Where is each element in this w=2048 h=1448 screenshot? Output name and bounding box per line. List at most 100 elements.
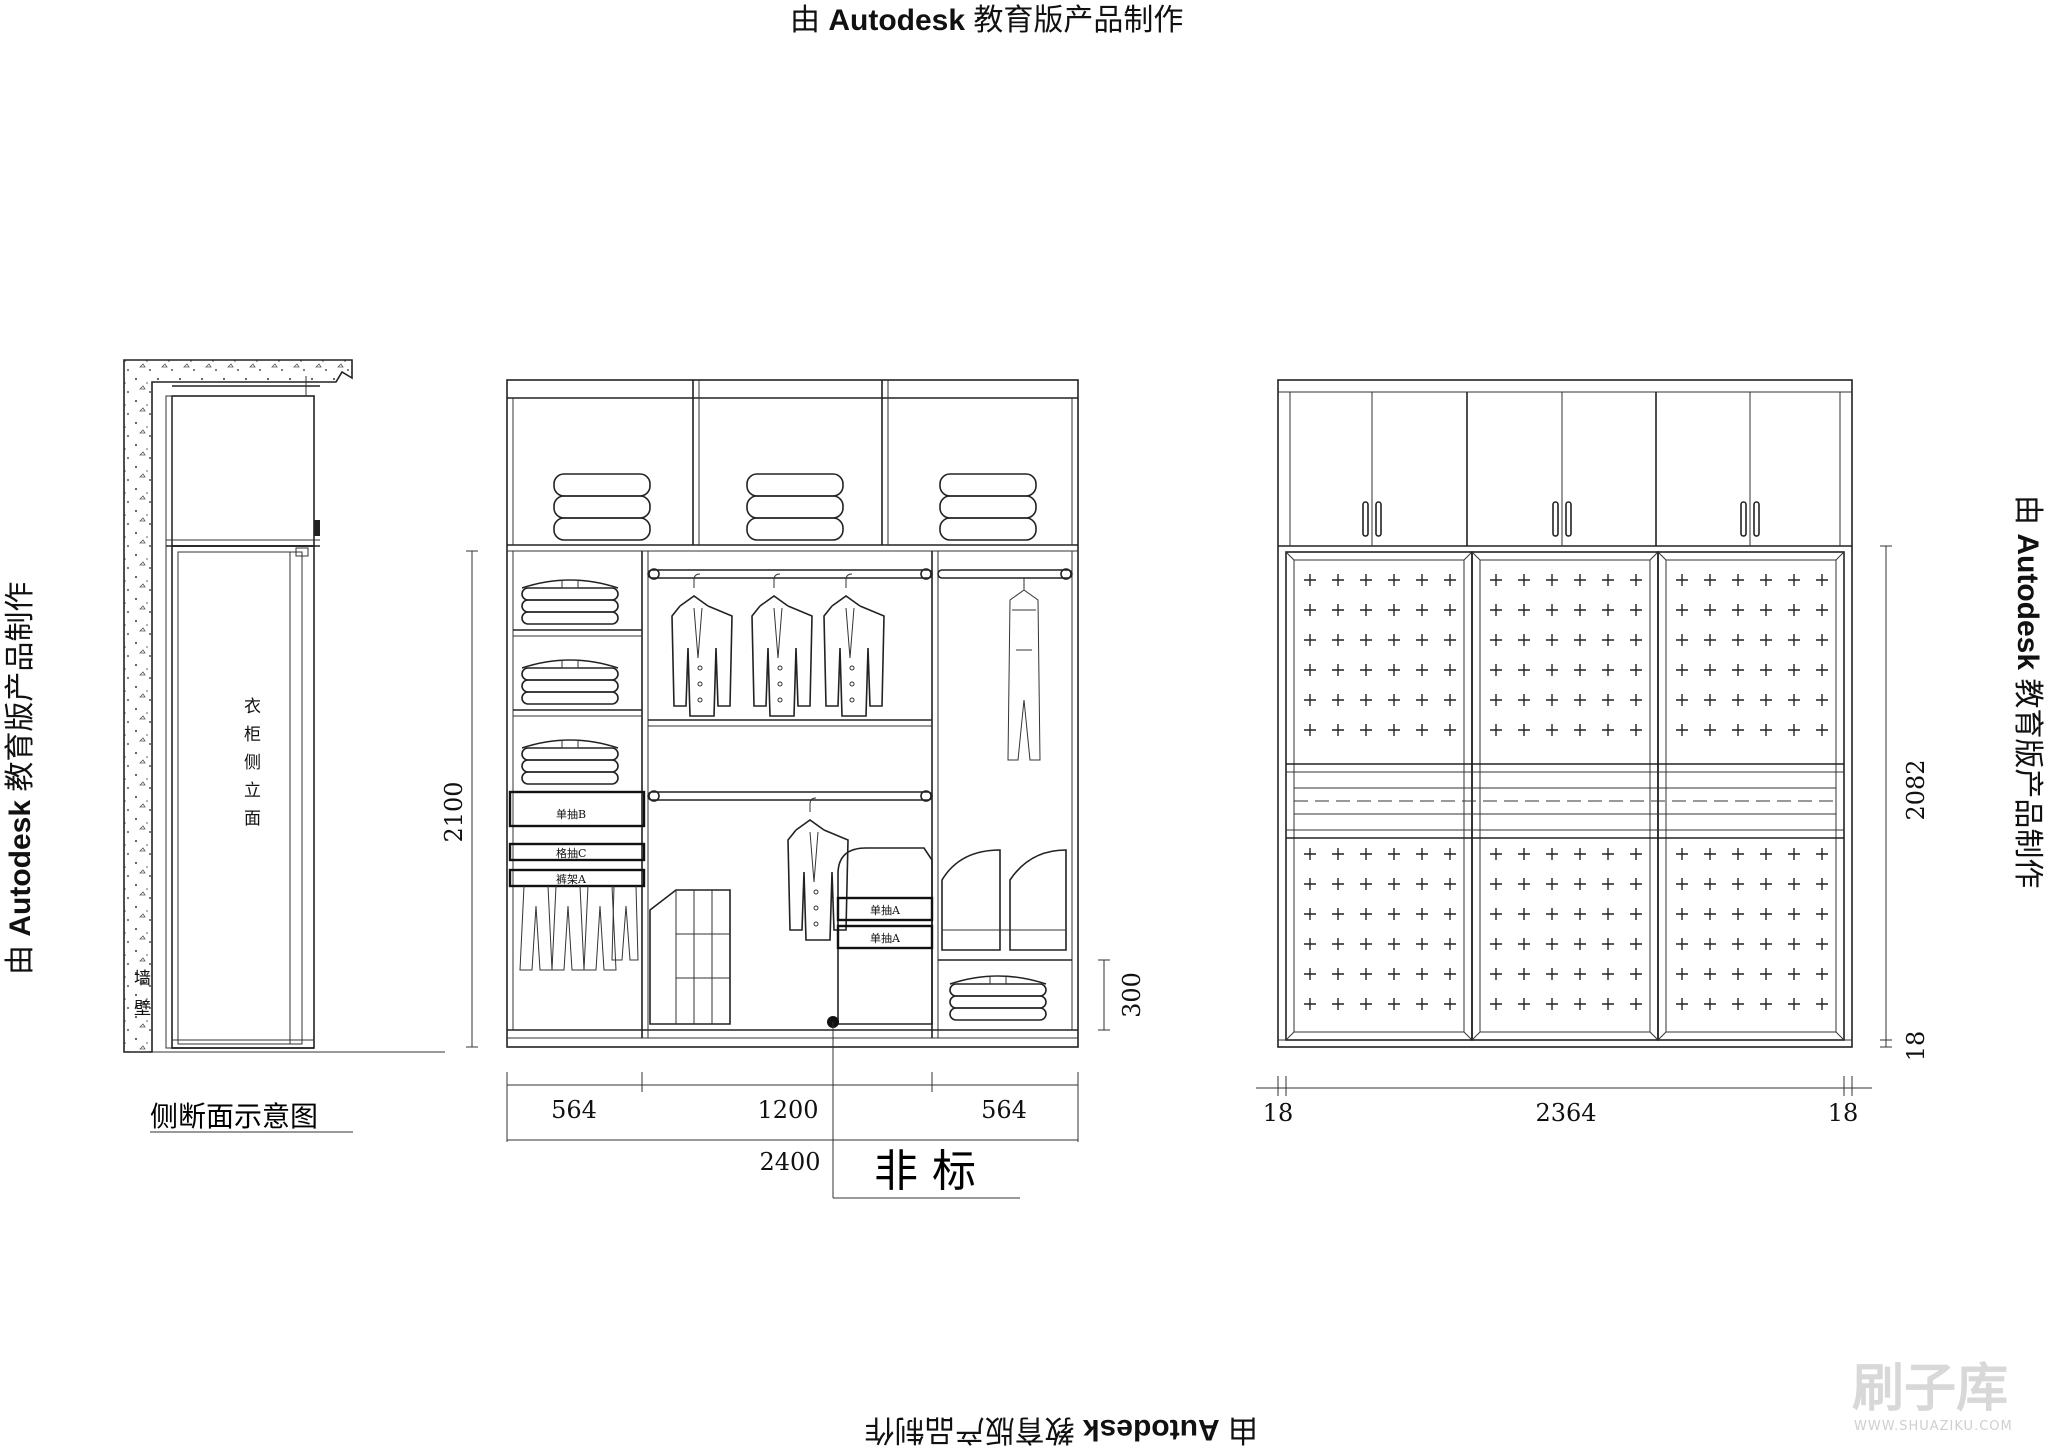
plus-mark [1545,907,1559,921]
plus-mark [1573,997,1587,1011]
plus-mark [1443,937,1457,951]
plus-mark [1331,907,1345,921]
plus-mark [1815,723,1829,737]
plus-mark [1443,633,1457,647]
plus-mark [1573,847,1587,861]
plus-mark [1703,663,1717,677]
small-drawer-2-label: 单抽A [870,931,901,945]
plus-mark [1443,573,1457,587]
plus-mark [1703,723,1717,737]
plus-mark [1675,847,1689,861]
plus-mark [1415,967,1429,981]
plus-mark [1815,937,1829,951]
plus-mark [1415,847,1429,861]
plus-mark [1545,967,1559,981]
plus-mark [1331,877,1345,891]
plus-mark [1545,603,1559,617]
small-drawer-2 [836,924,934,950]
plus-mark [1489,603,1503,617]
plus-mark [1675,937,1689,951]
front-elevation-view: 2082 18 18 2364 18 [1256,379,1930,1127]
plus-mark [1517,693,1531,707]
dim-left-width: 564 [551,1096,597,1124]
plus-mark [1601,907,1615,921]
plus-mark [1573,633,1587,647]
plus-mark [1489,663,1503,677]
cabinet-lower-box [171,545,315,1049]
plus-mark [1675,877,1689,891]
plus-mark [1415,573,1429,587]
plus-mark [1331,603,1345,617]
plus-mark [1731,663,1745,677]
plus-mark [1731,603,1745,617]
plus-mark [1387,633,1401,647]
plus-mark [1731,937,1745,951]
dim-right-low-height: 300 [1118,972,1146,1018]
plus-mark [1815,907,1829,921]
plus-mark [1359,967,1373,981]
plus-mark [1489,723,1503,737]
plus-mark [1517,723,1531,737]
interior-elevation-view: 单抽B 格抽C 裤架A 单抽A 单抽A [440,379,1146,1199]
plus-mark [1545,723,1559,737]
plus-mark [1675,693,1689,707]
plus-mark [1387,603,1401,617]
plus-mark [1731,907,1745,921]
door-pattern [1303,573,1829,1011]
site-logo: 刷子库 WWW.SHUAZIKU.COM [1852,1359,2012,1434]
plus-mark [1815,967,1829,981]
plus-mark [1703,573,1717,587]
plus-mark [1545,847,1559,861]
plus-mark [1601,723,1615,737]
plus-mark [1415,633,1429,647]
plus-mark [1415,693,1429,707]
plus-mark [1303,877,1317,891]
plus-mark [1759,663,1773,677]
callout-non-standard: 非 标 [874,1146,976,1197]
door-middle-band [1286,763,1844,839]
plus-mark [1759,907,1773,921]
rack-a [508,868,646,888]
plus-mark [1489,693,1503,707]
plus-mark [1731,877,1745,891]
plus-mark [1303,907,1317,921]
plus-mark [1675,663,1689,677]
cabinet-label-3: 侧 [244,753,261,773]
plus-mark [1359,633,1373,647]
plus-mark [1629,723,1643,737]
plus-mark [1703,877,1717,891]
plus-mark [1545,937,1559,951]
plus-mark [1675,723,1689,737]
plus-mark [1731,967,1745,981]
plus-mark [1629,693,1643,707]
wall-hatch [123,359,353,1053]
plus-mark [1331,997,1345,1011]
plus-mark [1759,723,1773,737]
plus-mark [1787,907,1801,921]
plus-mark [1331,723,1345,737]
plus-mark [1303,633,1317,647]
plus-mark [1787,693,1801,707]
plus-mark [1759,573,1773,587]
plus-mark [1303,693,1317,707]
drawer-b [508,790,646,828]
plus-mark [1759,603,1773,617]
plus-mark [1517,907,1531,921]
plus-mark [1415,907,1429,921]
plus-mark [1787,937,1801,951]
plus-mark [1331,937,1345,951]
plus-mark [1759,937,1773,951]
dim-total-width: 2400 [759,1148,820,1176]
plus-mark [1517,603,1531,617]
side-section-view: 衣 柜 侧 立 面 墙 壁 侧断面示意图 [123,359,445,1133]
plus-mark [1601,847,1615,861]
cabinet-label-5: 面 [244,809,261,829]
plus-mark [1415,663,1429,677]
plus-mark [1815,603,1829,617]
plus-mark [1443,967,1457,981]
plus-mark [1675,997,1689,1011]
plus-mark [1601,877,1615,891]
svg-text:由 Autodesk 教育版产品制作: 由 Autodesk 教育版产品制作 [790,4,1183,37]
plus-mark [1517,847,1531,861]
plus-mark [1303,573,1317,587]
